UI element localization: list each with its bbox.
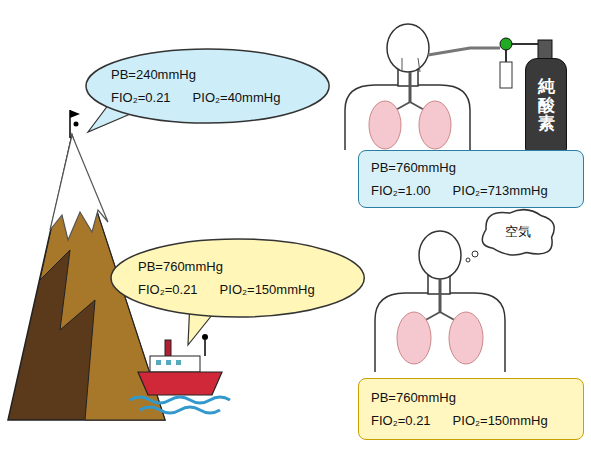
- condition-box: PB=760mmHgFIO₂=0.21 PIO₂=150mmHg: [358, 378, 584, 440]
- value-text: FIO₂=1.00: [371, 183, 431, 198]
- oxygen-tube: [428, 48, 500, 55]
- text-block: PB=760mmHgFIO₂=0.21 PIO₂=150mmHg: [371, 390, 548, 428]
- lung: [419, 101, 451, 149]
- head: [387, 24, 429, 72]
- outline: [86, 49, 329, 123]
- ship-person: [204, 340, 206, 356]
- text-row: FIO₂=1.00 PIO₂=713mmHg: [371, 183, 548, 198]
- speech-bubble: PB=760mmHgFIO₂=0.21 PIO₂=150mmHg: [110, 238, 365, 318]
- value-text: FIO₂=0.21: [111, 90, 171, 105]
- condition-box: PB=760mmHgFIO₂=1.00 PIO₂=713mmHg: [358, 150, 584, 208]
- ship-cabin: [150, 356, 200, 372]
- window: [156, 360, 161, 365]
- trachea: [409, 72, 412, 102]
- waves: [130, 397, 230, 403]
- outline: [111, 239, 364, 317]
- ship-hull: [138, 372, 222, 395]
- node-outline: [85, 48, 330, 124]
- text-block: PB=240mmHgFIO₂=0.21 PIO₂=40mmHg: [111, 67, 280, 105]
- text-row: FIO₂=0.21 PIO₂=40mmHg: [111, 90, 280, 105]
- text-block: PB=760mmHgFIO₂=1.00 PIO₂=713mmHg: [371, 160, 548, 198]
- value-text: PB=240mmHg: [111, 67, 196, 82]
- person-body: [345, 85, 470, 150]
- vertical-label: 純酸素: [538, 78, 555, 134]
- snow-cap: [50, 135, 108, 240]
- value-text: PIO₂=40mmHg: [193, 90, 281, 105]
- valve: [500, 38, 512, 50]
- head: [419, 231, 461, 279]
- humidifier: [500, 62, 512, 88]
- lung: [397, 312, 431, 364]
- funnel: [165, 340, 171, 358]
- text-row: PB=760mmHg: [138, 259, 315, 274]
- flag: [70, 110, 80, 118]
- speech-bubble: PB=240mmHgFIO₂=0.21 PIO₂=40mmHg: [85, 48, 330, 124]
- text-row: FIO₂=0.21 PIO₂=150mmHg: [371, 413, 548, 428]
- lung: [369, 101, 401, 149]
- value-text: PB=760mmHg: [371, 390, 456, 405]
- window: [166, 360, 171, 365]
- value-text: 空気: [505, 223, 531, 241]
- bronchi: [422, 312, 458, 322]
- value-text: PIO₂=150mmHg: [453, 413, 548, 428]
- value-text: PB=760mmHg: [138, 259, 223, 274]
- text-block: PB=760mmHgFIO₂=0.21 PIO₂=150mmHg: [138, 259, 315, 297]
- text-row: PB=240mmHg: [111, 67, 280, 82]
- trachea: [439, 278, 442, 312]
- value-text: PIO₂=150mmHg: [220, 282, 315, 297]
- text-row: PB=760mmHg: [371, 390, 548, 405]
- climber: [74, 122, 79, 127]
- waves: [140, 407, 220, 413]
- value-text: FIO₂=0.21: [371, 413, 431, 428]
- ship-person-head: [202, 334, 208, 340]
- thought-dot: [466, 258, 470, 262]
- value-text: PIO₂=713mmHg: [453, 183, 548, 198]
- text-row: PB=760mmHg: [371, 160, 548, 175]
- text-block: 純酸素: [538, 78, 555, 134]
- text-row: 空気: [505, 223, 531, 241]
- text-row: 純酸素: [538, 78, 555, 134]
- thought-dot: [472, 251, 478, 257]
- outline: [482, 210, 554, 255]
- airway: [402, 58, 420, 72]
- node-outline: [110, 238, 365, 318]
- value-text: FIO₂=0.21: [138, 282, 198, 297]
- window: [176, 360, 181, 365]
- lung: [449, 312, 483, 364]
- oxygen-tank: 純酸素: [525, 58, 567, 154]
- text-row: FIO₂=0.21 PIO₂=150mmHg: [138, 282, 315, 297]
- value-text: PB=760mmHg: [371, 160, 456, 175]
- air-cloud: 空気: [476, 205, 560, 259]
- text-block: 空気: [505, 223, 531, 241]
- tank-neck: [538, 40, 552, 60]
